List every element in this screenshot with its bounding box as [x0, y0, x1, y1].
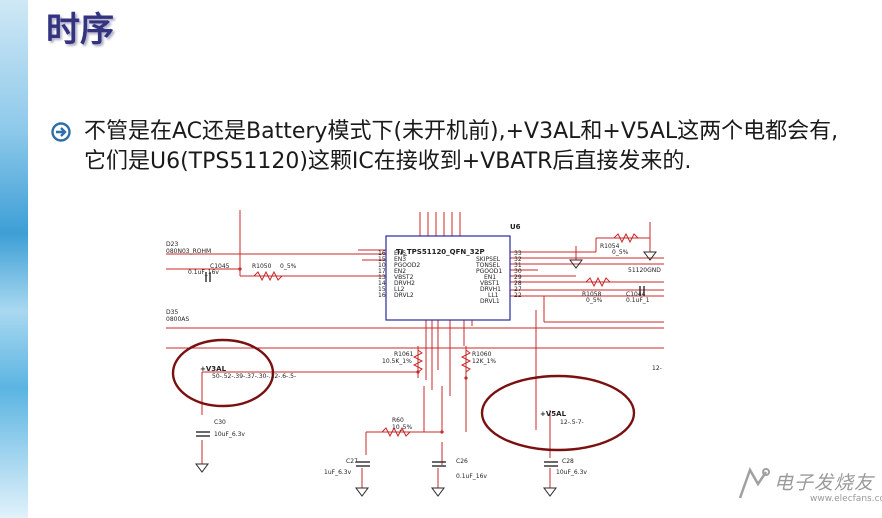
label-c26-value: 0.1uF_16v: [456, 473, 487, 480]
v3al-highlight-ring: [171, 338, 275, 408]
label-r60: R60: [392, 417, 404, 424]
label-c27: C27: [346, 458, 358, 465]
pin-label-left: EN2: [394, 268, 406, 275]
chip-left-pin-numbers: 16 15 10 17 13 14 15 16: [378, 250, 386, 299]
label-v5al-refs: 12-.5-7-: [560, 419, 584, 426]
label-v3al: +V3AL: [200, 365, 227, 373]
pin-label-right: SKIPSEL: [476, 256, 501, 263]
pin-number: 30: [514, 268, 522, 275]
label-u6: U6: [510, 223, 521, 231]
label-c1045-value: 0.1uF_16v: [188, 269, 219, 276]
pin-number: 27: [514, 286, 522, 293]
label-chip-name: TI_TPS51120_QFN_32P: [396, 248, 485, 256]
pin-number: 32: [514, 256, 522, 263]
label-r1054-value: 0_5%: [612, 249, 629, 256]
bullet-text: 不管是在AC还是Battery模式下(未开机前),+V3AL和+V5AL这两个电…: [84, 119, 839, 174]
pin-number: 15: [378, 286, 386, 293]
chip-right-pin-numbers: 33 32 31 30 29 28 27 22: [514, 250, 522, 299]
label-d23-part: 080N03_ROHM: [166, 248, 211, 255]
pin-number: 10: [378, 262, 386, 269]
watermark: 电子发烧友 www.elecfans.com: [736, 462, 882, 514]
pin-number: 14: [378, 280, 386, 287]
pin-label-right: EN1: [484, 274, 496, 281]
pin-label-right: TONSEL: [475, 262, 500, 269]
label-r1060: R1060: [472, 351, 492, 358]
pin-label-left: EN3: [394, 256, 406, 263]
watermark-logo-icon: [738, 467, 770, 499]
label-c1044: C1044: [626, 291, 646, 298]
label-c30-value: 10uF_6.3v: [214, 431, 245, 438]
pin-number: 22: [514, 292, 522, 299]
slide-title: 时序: [46, 10, 114, 50]
label-r60-value: 10_5%: [392, 424, 412, 431]
label-c1045: C1045: [210, 263, 230, 270]
schematic-diagram: D23 080N03_ROHM C1045 0.1uF_16v R1050 0_…: [166, 210, 664, 518]
label-r1058-value: 0_5%: [586, 297, 603, 304]
watermark-url: www.elecfans.com: [810, 494, 882, 504]
pin-number: 17: [378, 268, 386, 275]
pin-label-left: EN5: [394, 250, 406, 257]
label-d35: D35: [166, 309, 178, 316]
label-c26: C26: [456, 458, 468, 465]
label-r1050: R1050: [252, 263, 272, 270]
label-r1060-value: 12K_1%: [472, 358, 496, 365]
pin-number: 29: [514, 274, 522, 281]
pin-label-right: DRVH1: [480, 286, 501, 293]
pin-label-left: DRVH2: [394, 280, 415, 287]
pin-label-left: PGOOD2: [394, 262, 420, 269]
pin-number: 15: [378, 256, 386, 263]
pin-label-left: LL2: [394, 286, 405, 293]
v5al-highlight-ring: [480, 374, 636, 452]
label-v5al: +V5AL: [540, 410, 567, 418]
pin-number: 33: [514, 250, 522, 257]
label-part-right: 51120GND: [628, 267, 661, 274]
pin-label-right: VBST1: [480, 280, 500, 287]
label-c28-value: 10uF_6.3v: [556, 469, 587, 476]
chip-left-pins: EN5 EN3 PGOOD2 EN2 VBST2 DRVH2 LL2 DRVL2: [394, 250, 420, 299]
label-c27-value: 1uF_6.3v: [324, 469, 352, 476]
pin-number: 16: [378, 250, 386, 257]
chip-right-pins: SKIPSEL TONSEL PGOOD1 EN1 VBST1 DRVH1 LL…: [475, 256, 502, 305]
pin-number: 31: [514, 262, 522, 269]
pin-label-right: PGOOD1: [476, 268, 502, 275]
label-r1061-value: 10.5K_1%: [382, 358, 412, 365]
ic-u6: [385, 235, 511, 321]
label-r1050-value: 0_5%: [280, 263, 297, 270]
label-c28: C28: [562, 458, 574, 465]
sidebar-decoration: [0, 0, 28, 518]
label-net-12: 12-: [652, 365, 662, 372]
label-d23: D23: [166, 241, 178, 248]
label-v3al-refs: 50-.52-.39-.37-.30-.12-.6-.5-: [212, 373, 296, 380]
pin-label-left: DRVL2: [394, 292, 414, 299]
pin-label-right: DRVL1: [480, 298, 500, 305]
label-r1058: R1058: [582, 291, 602, 298]
watermark-text: 电子发烧友: [774, 472, 875, 494]
label-r1054: R1054: [600, 243, 620, 250]
pin-number: 16: [378, 292, 386, 299]
label-c30: C30: [214, 419, 226, 426]
label-d35-part: 0800AS: [166, 316, 189, 323]
pin-label-right: LL1: [488, 292, 499, 299]
pin-label-left: VBST2: [394, 274, 414, 281]
label-r1061: R1061: [394, 351, 414, 358]
pin-number: 13: [378, 274, 386, 281]
pin-number: 28: [514, 280, 522, 287]
arrow-bullet-icon: [51, 122, 71, 142]
label-c1044-value: 0.1uF_1: [626, 297, 650, 304]
